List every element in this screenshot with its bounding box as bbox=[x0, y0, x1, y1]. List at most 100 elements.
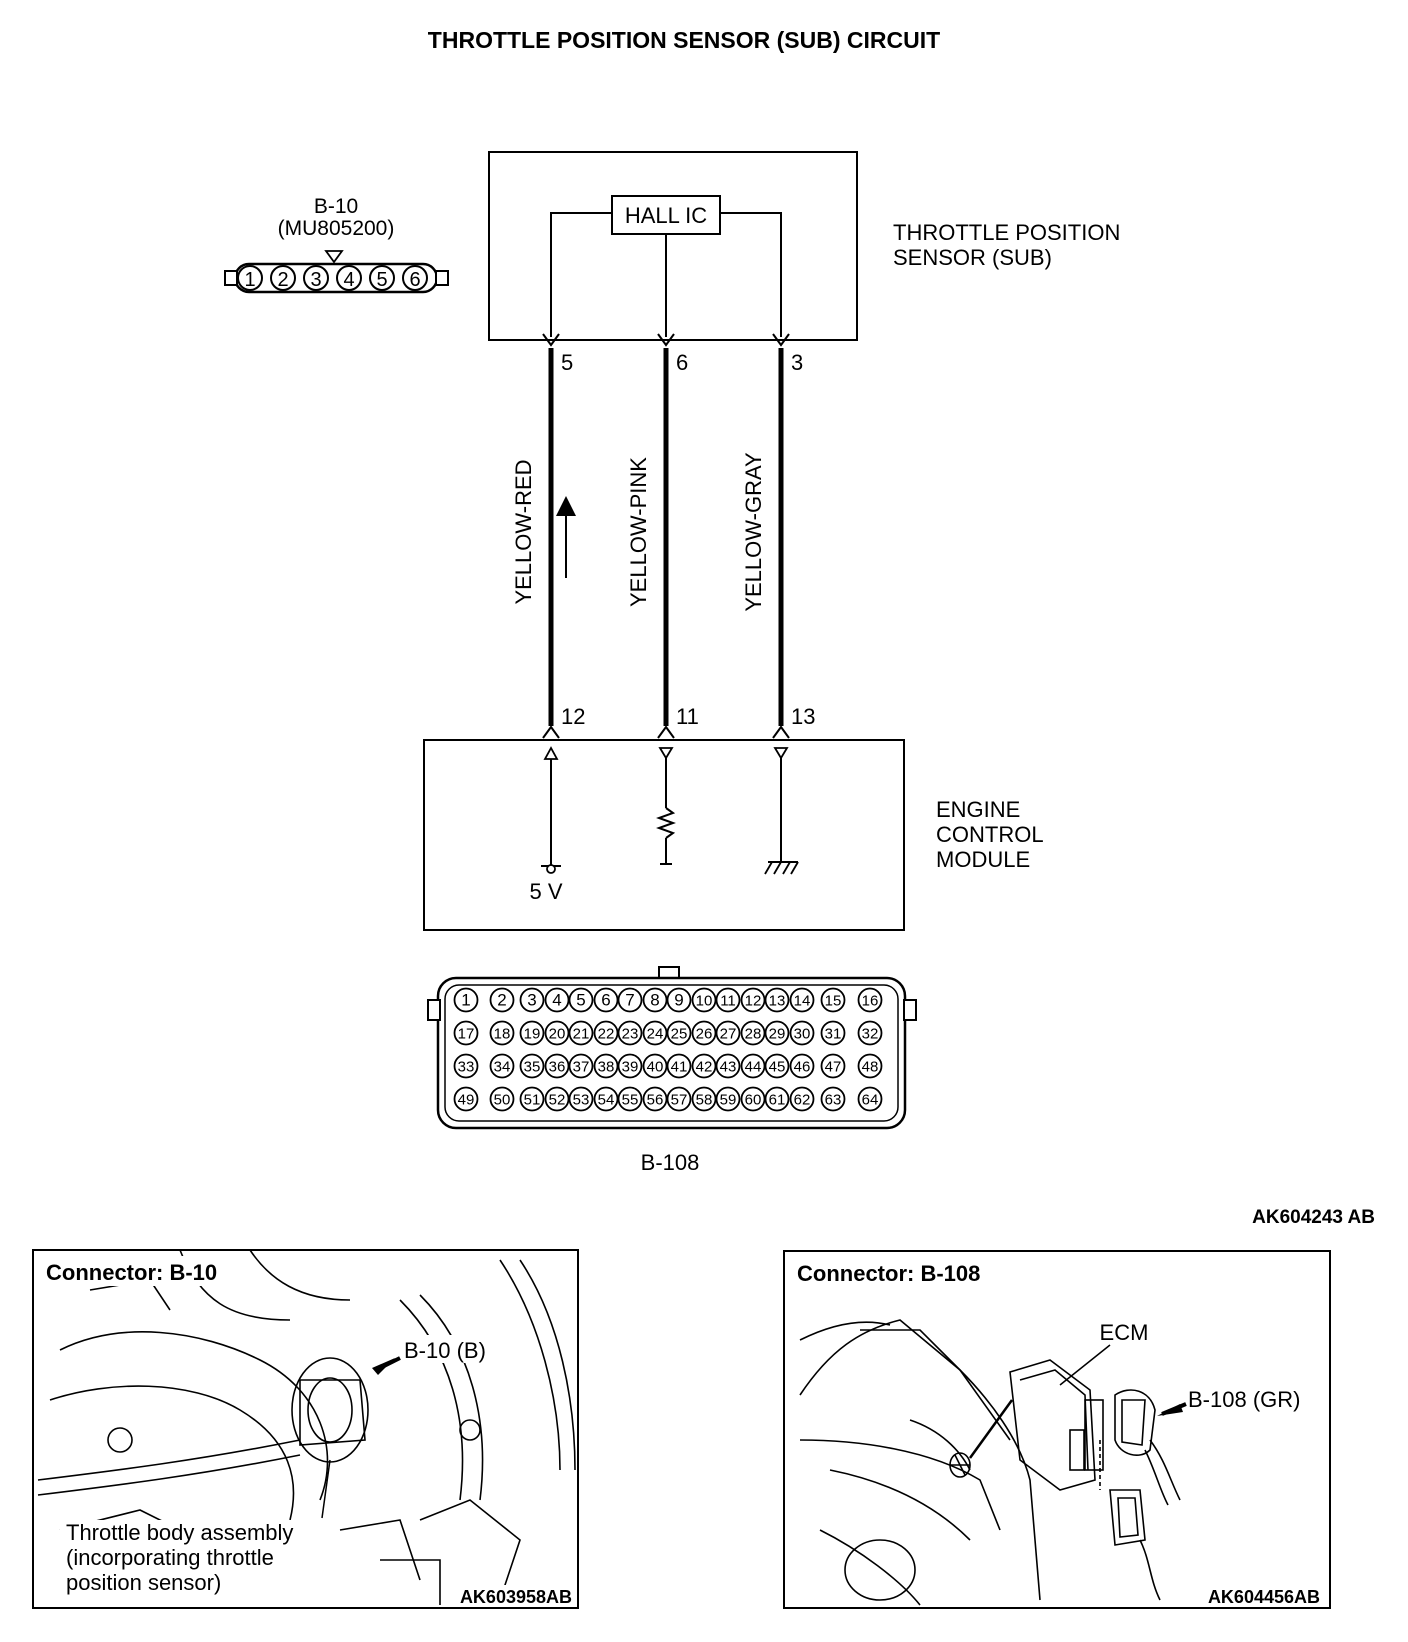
b108-pin-cavity bbox=[691, 1020, 717, 1046]
b108-pin-cavity bbox=[519, 987, 545, 1013]
b108-pin-number: 64 bbox=[862, 1092, 879, 1109]
b108-pin-number: 18 bbox=[494, 1026, 511, 1043]
b108-pin-cavity bbox=[857, 1086, 883, 1112]
b108-pin-cavity bbox=[691, 1086, 717, 1112]
b108-pin-cavity bbox=[820, 1086, 846, 1112]
b10-pin-cavity bbox=[237, 265, 263, 291]
b108-pin-cavity bbox=[544, 1053, 570, 1079]
ecm-pin-number: 11 bbox=[676, 704, 699, 729]
b108-pin-cavity bbox=[740, 1020, 766, 1046]
b10-latch-left bbox=[224, 270, 238, 286]
b108-pin-cavity bbox=[857, 1020, 883, 1046]
b108-pin-cavity bbox=[544, 1086, 570, 1112]
panel-b108-frame bbox=[783, 1250, 1331, 1609]
b108-pin-number: 51 bbox=[524, 1092, 541, 1109]
panel-b108-code: AK604456AB bbox=[1208, 1587, 1320, 1607]
b108-pin-cavity bbox=[568, 1020, 594, 1046]
ecm-pin-terminal-icon bbox=[542, 725, 560, 739]
b108-pin-number: 3 bbox=[527, 991, 536, 1010]
panel-connector-b108: Connector: B-108 bbox=[783, 1250, 1331, 1609]
b108-pin-cavity bbox=[666, 1086, 692, 1112]
b108-pin-number: 2 bbox=[497, 991, 506, 1010]
ecm-box bbox=[423, 739, 905, 931]
b108-pin-cavity bbox=[642, 1053, 668, 1079]
sensor-pin-number: 3 bbox=[791, 350, 803, 375]
ecm-pin11-terminal-icon bbox=[658, 747, 674, 760]
b108-pin-number: 42 bbox=[696, 1059, 713, 1076]
b108-pin-cavity bbox=[568, 987, 594, 1013]
b108-pin-cavity bbox=[489, 1053, 515, 1079]
sensor-pin-number: 6 bbox=[676, 350, 688, 375]
b108-pin-number: 61 bbox=[769, 1092, 786, 1109]
wire-color-label: YELLOW-PINK bbox=[626, 457, 651, 607]
b108-pin-cavity bbox=[740, 1086, 766, 1112]
b108-pin-cavity bbox=[857, 987, 883, 1013]
b108-pin-cavity bbox=[764, 987, 790, 1013]
b108-pin-number: 54 bbox=[598, 1092, 615, 1109]
b108-pin-number: 4 bbox=[552, 991, 561, 1010]
b108-pin-number: 19 bbox=[524, 1026, 541, 1043]
b10-pin-cavity bbox=[270, 265, 296, 291]
b10-pin-number: 5 bbox=[376, 269, 387, 291]
b108-pin-cavity bbox=[489, 987, 515, 1013]
panel-b108-heading: Connector: B-108 bbox=[797, 1261, 980, 1286]
ecm-label-line1: ENGINE bbox=[936, 797, 1020, 822]
b108-pin-cavity bbox=[691, 987, 717, 1013]
b108-housing-inner bbox=[444, 984, 899, 1122]
sensor-pin-terminal-icon bbox=[772, 333, 790, 347]
b108-pin-number: 5 bbox=[576, 991, 585, 1010]
b108-pin-cavity bbox=[568, 1053, 594, 1079]
b108-pin-number: 9 bbox=[674, 991, 683, 1010]
sensor-box bbox=[488, 151, 858, 341]
b108-latch-left bbox=[427, 999, 441, 1021]
b108-pin-cavity bbox=[544, 987, 570, 1013]
vehicle-illustration bbox=[799, 1319, 1181, 1606]
panel-b108-ecm-label: ECM bbox=[1100, 1320, 1149, 1345]
b108-pin-cavity bbox=[820, 1020, 846, 1046]
b108-pin-cavity bbox=[857, 1053, 883, 1079]
b108-pin-cavity bbox=[691, 1053, 717, 1079]
panel-b10-code: AK603958AB bbox=[460, 1587, 572, 1607]
b108-pin-number: 37 bbox=[573, 1059, 590, 1076]
b108-pin-cavity bbox=[544, 1020, 570, 1046]
b108-latch-right bbox=[903, 999, 917, 1021]
b108-pin-number: 40 bbox=[647, 1059, 664, 1076]
harness-wires: 512YELLOW-RED611YELLOW-PINK313YELLOW-GRA… bbox=[511, 333, 815, 739]
ecm-5v-label: 5 V bbox=[529, 879, 562, 904]
sensor-label-line2: SENSOR (SUB) bbox=[893, 245, 1052, 270]
b10-pin-cavity bbox=[303, 265, 329, 291]
b108-pin-cavity bbox=[666, 987, 692, 1013]
b108-pin-cavity bbox=[764, 1053, 790, 1079]
b108-pin-cavity bbox=[642, 987, 668, 1013]
ecm-label-line3: MODULE bbox=[936, 847, 1030, 872]
b10-pin-cavity bbox=[369, 265, 395, 291]
b108-pin-number: 12 bbox=[745, 993, 762, 1010]
b108-pin-cavity bbox=[519, 1086, 545, 1112]
figure-code: AK604243 AB bbox=[1252, 1207, 1375, 1228]
b108-pin-number: 36 bbox=[549, 1059, 566, 1076]
diagram-title: THROTTLE POSITION SENSOR (SUB) CIRCUIT bbox=[428, 27, 940, 53]
b108-pin-number: 48 bbox=[862, 1059, 879, 1076]
b10-pin-cavity bbox=[402, 265, 428, 291]
b108-pin-number: 17 bbox=[458, 1026, 475, 1043]
b108-pin-number: 14 bbox=[794, 993, 811, 1010]
b108-pin-number: 63 bbox=[825, 1092, 842, 1109]
b108-pin-number: 16 bbox=[862, 993, 879, 1010]
b108-pin-number: 13 bbox=[769, 993, 786, 1010]
ecm-pin-terminal-icon bbox=[657, 725, 675, 739]
b108-pin-cavity bbox=[593, 1053, 619, 1079]
hall-ic-label: HALL IC bbox=[625, 203, 707, 228]
b108-pin-cavity bbox=[453, 1053, 479, 1079]
b108-pin-number: 23 bbox=[622, 1026, 639, 1043]
b108-pin-number: 25 bbox=[671, 1026, 688, 1043]
b108-pin-number: 58 bbox=[696, 1092, 713, 1109]
b108-pin-cavity bbox=[789, 1020, 815, 1046]
b108-pin-cavity bbox=[764, 1086, 790, 1112]
b108-pin-cavity bbox=[820, 1053, 846, 1079]
b108-pin-cavity bbox=[764, 1020, 790, 1046]
b108-pin-cavity bbox=[617, 1053, 643, 1079]
b108-pin-cavity bbox=[489, 1020, 515, 1046]
b108-pin-cavity bbox=[715, 1086, 741, 1112]
b108-pin-number: 20 bbox=[549, 1026, 566, 1043]
b108-pin-number: 50 bbox=[494, 1092, 511, 1109]
